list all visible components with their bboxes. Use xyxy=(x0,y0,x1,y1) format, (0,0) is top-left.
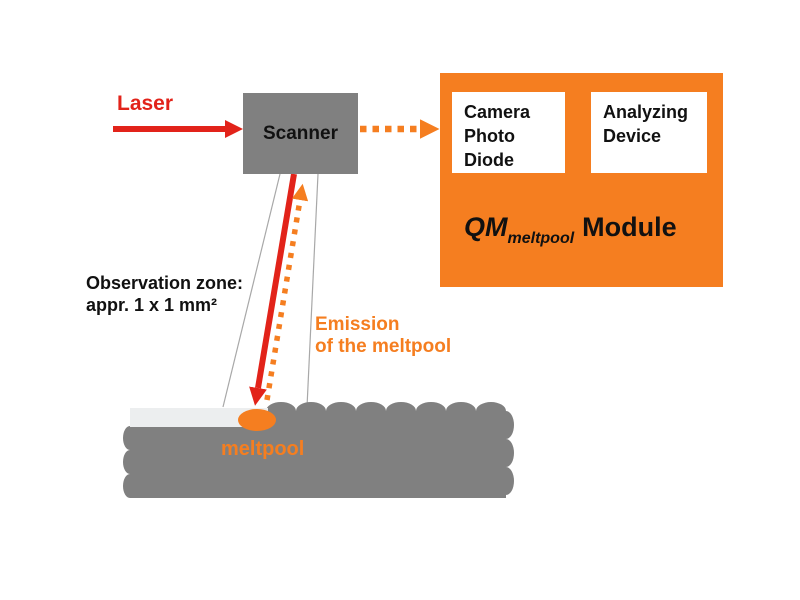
meltpool-ellipse xyxy=(238,409,276,431)
scanner-label: Scanner xyxy=(263,122,338,144)
emission-label: Emission of the meltpool xyxy=(315,314,452,357)
scanner-box: Scanner xyxy=(243,93,358,174)
laser-beam-arrow xyxy=(249,173,297,406)
analyzing-device-box: Analyzing Device xyxy=(591,92,707,173)
module-title-prefix: QM xyxy=(464,212,508,242)
powder-layer-strip xyxy=(130,408,268,427)
module-title: QMmeltpool Module xyxy=(464,212,677,247)
laser-label: Laser xyxy=(117,92,174,115)
observation-cone-right-line xyxy=(306,173,319,408)
meltpool-label: meltpool xyxy=(221,438,305,460)
qm-meltpool-module-box: Camera Photo Diode Analyzing Device QMme… xyxy=(440,73,723,287)
camera-photo-diode-box: Camera Photo Diode xyxy=(452,92,565,173)
observation-zone-label: Observation zone: appr. 1 x 1 mm² xyxy=(86,273,244,315)
observation-cone-left-line xyxy=(222,173,281,408)
module-title-subscript: meltpool xyxy=(507,230,575,247)
module-title-suffix: Module xyxy=(582,212,677,242)
powder-bed-block xyxy=(123,402,514,498)
emission-beam-arrow xyxy=(264,183,309,401)
